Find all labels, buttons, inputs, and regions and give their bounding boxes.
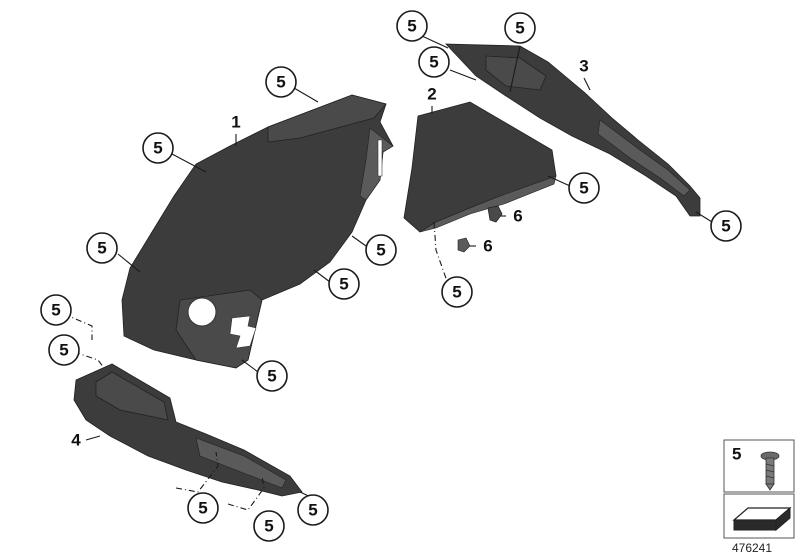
panel-part-1: [121, 94, 394, 369]
callout-5: 5: [418, 46, 450, 78]
callout-5: 5: [710, 210, 742, 242]
part-labels: 1 2 3 4 6 6: [71, 57, 588, 450]
svg-text:5: 5: [579, 179, 588, 198]
svg-text:5: 5: [376, 241, 385, 260]
callout-5: 5: [328, 268, 360, 300]
vent-hole: [187, 297, 217, 327]
part-label-4: 4: [71, 431, 81, 450]
callout-5: 5: [256, 360, 288, 392]
svg-text:5: 5: [51, 301, 60, 320]
parts-legend: 5: [723, 439, 795, 539]
part-label-1: 1: [231, 113, 240, 132]
svg-text:5: 5: [308, 501, 317, 520]
part-label-6b: 6: [483, 237, 492, 256]
panel-part-2: [403, 101, 557, 233]
callout-5: 5: [48, 334, 80, 366]
callout-5: 5: [253, 510, 285, 542]
callout-5: 5: [187, 492, 219, 524]
clip-part-6b: [457, 237, 471, 253]
clip-part-6a: [487, 205, 503, 223]
svg-text:5: 5: [339, 275, 348, 294]
svg-text:5: 5: [515, 19, 524, 38]
callout-5: 5: [86, 232, 118, 264]
fastener-axis-lines: [63, 221, 449, 511]
panel-part-4: [73, 363, 303, 497]
callout-5: 5: [441, 276, 473, 308]
legend-item-box: [723, 439, 795, 493]
callouts: 5 5 5 5 5 5 5 5 5 5 5 5 5 5 5 5 5: [40, 10, 742, 542]
callout-5: 5: [297, 494, 329, 526]
legend-item-label: 5: [732, 445, 741, 464]
svg-text:5: 5: [264, 517, 273, 536]
svg-text:5: 5: [198, 499, 207, 518]
svg-text:5: 5: [276, 73, 285, 92]
callout-5: 5: [40, 294, 72, 326]
svg-text:5: 5: [452, 283, 461, 302]
callout-5: 5: [504, 12, 536, 44]
drawing-number: 476241: [732, 541, 772, 555]
callout-5: 5: [396, 10, 428, 42]
part-label-6a: 6: [513, 207, 522, 226]
svg-text:5: 5: [97, 239, 106, 258]
svg-text:5: 5: [267, 367, 276, 386]
callout-5: 5: [365, 234, 397, 266]
callout-5: 5: [265, 66, 297, 98]
callout-5: 5: [142, 132, 174, 164]
part-label-3: 3: [579, 57, 588, 76]
panel-part-3: [445, 43, 701, 217]
part-label-2: 2: [427, 85, 436, 104]
svg-text:5: 5: [153, 139, 162, 158]
svg-text:5: 5: [59, 341, 68, 360]
torx-screw-icon: [760, 451, 780, 491]
svg-text:5: 5: [407, 17, 416, 36]
callout-5: 5: [568, 172, 600, 204]
svg-text:5: 5: [721, 217, 730, 236]
parts-set-icon: [732, 506, 792, 532]
svg-text:5: 5: [429, 53, 438, 72]
